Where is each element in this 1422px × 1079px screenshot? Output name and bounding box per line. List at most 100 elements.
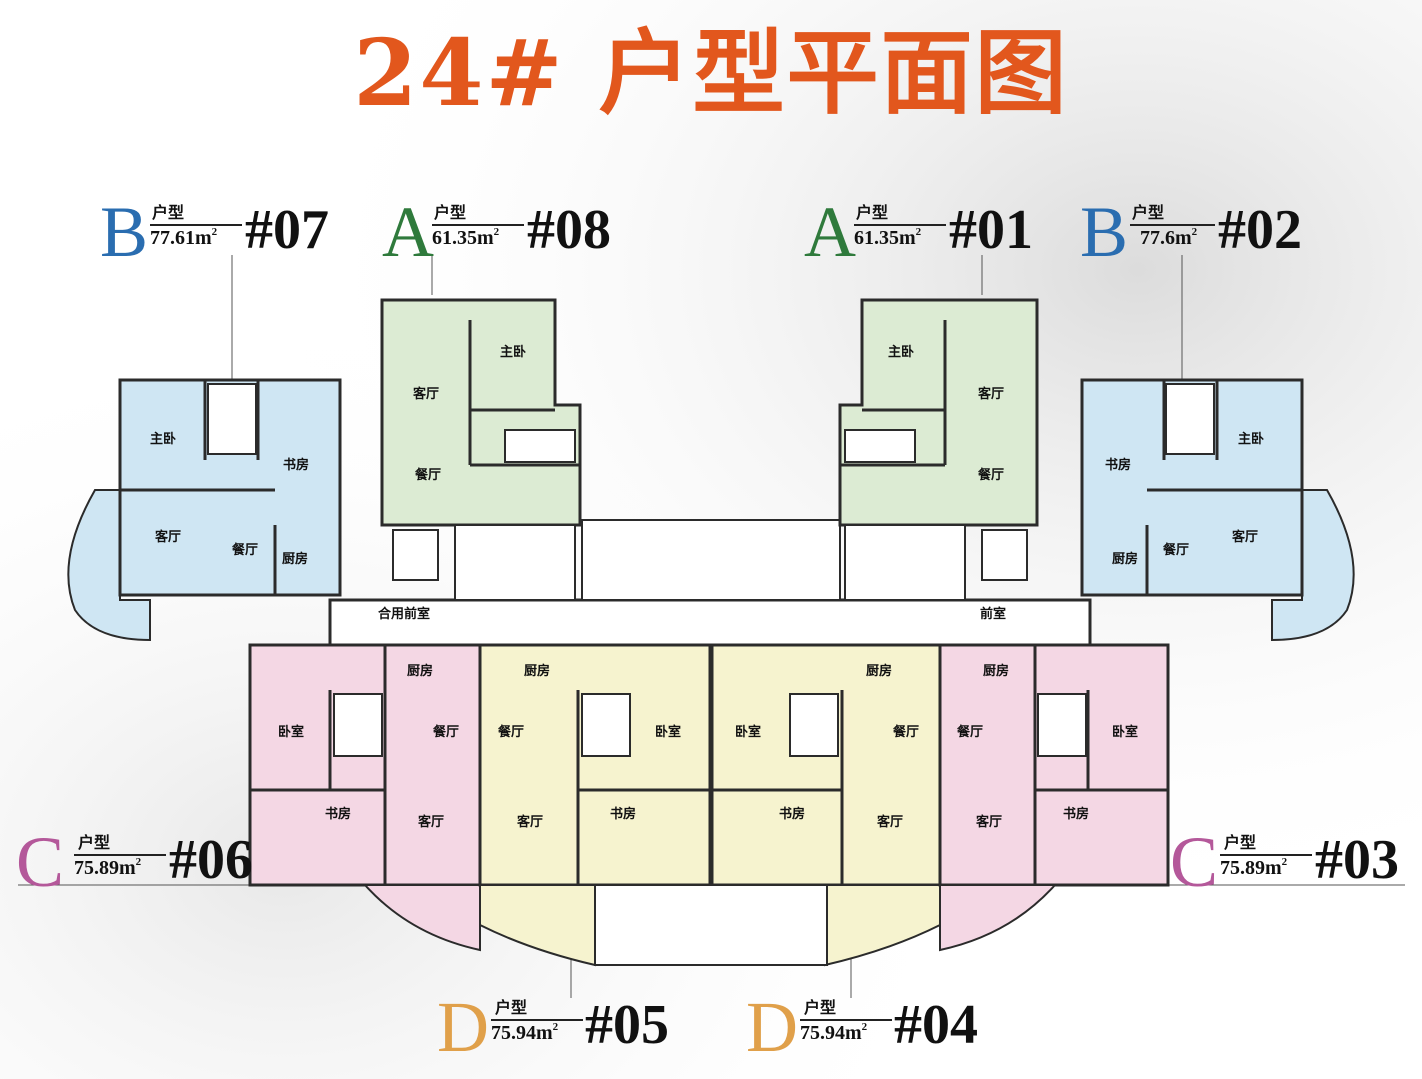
room-label: 书房 — [325, 807, 352, 822]
unit-number: #04 — [894, 994, 978, 1056]
unit-a01-bath — [844, 429, 916, 463]
unit-label-01: A 户型 61.35m2 #01 — [804, 196, 1044, 268]
unit-area: 75.94m2 — [491, 1021, 558, 1045]
room-label: 餐厅 — [1163, 543, 1190, 558]
room-label: 卧室 — [1112, 725, 1139, 740]
room-label: 厨房 — [866, 664, 893, 679]
unit-number: #05 — [585, 994, 669, 1056]
room-label: 书房 — [1105, 458, 1132, 473]
fraction-line — [432, 224, 524, 226]
fraction-line — [74, 854, 166, 856]
unit-c03-body — [938, 643, 1170, 887]
room-label: 客厅 — [976, 815, 1003, 830]
unit-area-value: 75.89m — [1220, 857, 1282, 879]
unit-b02 — [1080, 378, 1355, 642]
room-label: 书房 — [610, 807, 637, 822]
unit-d05-body — [478, 643, 712, 887]
unit-label-04: D 户型 75.94m2 #04 — [746, 991, 996, 1063]
bottom-link — [594, 884, 828, 966]
unit-a08-bath — [504, 429, 576, 463]
unit-area-sup: 2 — [1191, 226, 1198, 238]
unit-type-kind: 户型 — [1224, 833, 1257, 852]
unit-b02-balcony — [1271, 489, 1355, 642]
room-label: 主卧 — [150, 432, 177, 447]
unit-d04-body — [710, 643, 942, 887]
unit-area: 75.89m2 — [74, 856, 141, 880]
unit-area-value: 77.6m — [1140, 227, 1192, 249]
unit-c06-body — [248, 643, 482, 887]
unit-label-08: A 户型 61.35m2 #08 — [382, 196, 622, 268]
room-label: 餐厅 — [232, 543, 259, 558]
unit-type-kind: 户型 — [804, 998, 837, 1017]
unit-area-sup: 2 — [861, 1021, 868, 1033]
unit-type-kind: 户型 — [1132, 203, 1165, 222]
unit-b07-bath — [207, 383, 257, 455]
room-label: 厨房 — [1112, 552, 1139, 567]
unit-type-letter: A — [382, 192, 434, 272]
room-label: 餐厅 — [498, 725, 525, 740]
unit-type-letter: D — [437, 987, 489, 1067]
unit-c03-bath — [1037, 693, 1087, 757]
unit-type-letter: A — [804, 192, 856, 272]
unit-area-value: 75.89m — [74, 857, 136, 879]
unit-type-kind: 户型 — [78, 833, 111, 852]
unit-area: 77.61m2 — [150, 226, 217, 250]
room-label: 卧室 — [278, 725, 305, 740]
room-label: 客厅 — [155, 530, 182, 545]
unit-number: #01 — [949, 199, 1033, 261]
unit-label-07: B 户型 77.61m2 #07 — [100, 196, 340, 268]
room-label: 卧室 — [735, 725, 762, 740]
room-label: 餐厅 — [433, 725, 460, 740]
unit-type-letter: C — [16, 822, 65, 902]
unit-number: #02 — [1218, 199, 1302, 261]
elevator-right — [981, 529, 1028, 581]
unit-number: #03 — [1315, 829, 1399, 891]
unit-area: 77.6m2 — [1140, 226, 1197, 250]
unit-type-letter: C — [1170, 822, 1219, 902]
lobby-label: 前室 — [980, 607, 1007, 622]
unit-type-kind: 户型 — [856, 203, 889, 222]
page-title: 24# 户型平面图 — [353, 19, 1069, 127]
unit-type-letter: D — [746, 987, 798, 1067]
room-label: 客厅 — [418, 815, 445, 830]
fraction-line — [854, 224, 946, 226]
room-label: 主卧 — [500, 345, 527, 360]
unit-label-02: B 户型 77.6m2 #02 — [1080, 196, 1320, 268]
unit-area: 61.35m2 — [854, 226, 921, 250]
unit-area-value: 61.35m — [854, 227, 916, 249]
unit-area-sup: 2 — [211, 226, 218, 238]
unit-type-kind: 户型 — [495, 998, 528, 1017]
room-label: 卧室 — [655, 725, 682, 740]
room-label: 书房 — [779, 807, 806, 822]
room-label: 客厅 — [413, 387, 440, 402]
unit-area-value: 75.94m — [800, 1022, 862, 1044]
unit-area-sup: 2 — [1281, 856, 1288, 868]
room-label: 书房 — [1063, 807, 1090, 822]
unit-c03 — [938, 643, 1170, 952]
stair-left — [454, 524, 576, 601]
unit-area-value: 75.94m — [491, 1022, 553, 1044]
room-label: 餐厅 — [957, 725, 984, 740]
unit-b07-balcony — [67, 489, 151, 642]
unit-a08 — [380, 298, 582, 527]
unit-c06-bath — [333, 693, 383, 757]
fraction-line — [150, 224, 242, 226]
unit-label-06: C 户型 75.89m2 #06 — [16, 826, 256, 898]
unit-b07 — [67, 378, 342, 642]
elevator-left — [392, 529, 439, 581]
unit-a01-body — [838, 298, 1039, 527]
unit-d05-bath — [581, 693, 631, 757]
unit-label-03: C 户型 75.89m2 #03 — [1170, 826, 1410, 898]
unit-area-sup: 2 — [135, 856, 142, 868]
unit-d04 — [710, 643, 942, 967]
upper-corridor — [581, 519, 841, 601]
room-label: 客厅 — [978, 387, 1005, 402]
room-label: 厨房 — [407, 664, 434, 679]
room-label: 厨房 — [282, 552, 309, 567]
room-label: 厨房 — [983, 664, 1010, 679]
shared-lobby-label: 合用前室 — [378, 607, 431, 622]
unit-label-05: D 户型 75.94m2 #05 — [437, 991, 687, 1063]
unit-area: 61.35m2 — [432, 226, 499, 250]
room-label: 厨房 — [524, 664, 551, 679]
